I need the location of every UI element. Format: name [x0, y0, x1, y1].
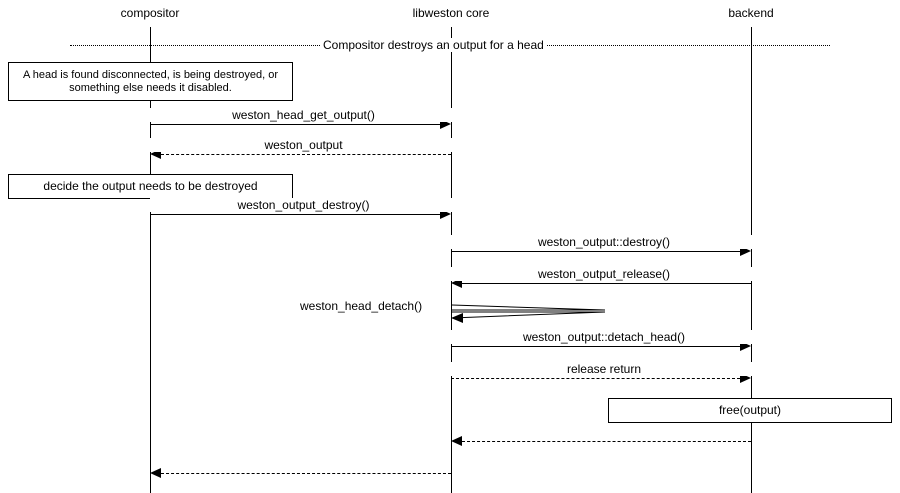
- message-line-weston-output-destroy-vfunc: [451, 251, 740, 252]
- lifeline-backend: [751, 27, 752, 493]
- section-divider-label: Compositor destroys an output for a head: [320, 38, 547, 52]
- message-line-weston-output-detach-head: [451, 346, 740, 347]
- arrow-head-left-icon: [150, 468, 161, 478]
- message-label-weston-output-destroy: weston_output_destroy(): [150, 198, 457, 212]
- lifeline-label-backend: backend: [728, 6, 774, 20]
- message-label-weston-output-return: weston_output: [150, 138, 457, 152]
- lifeline-label-compositor: compositor: [120, 6, 180, 20]
- message-line-weston-output-destroy: [150, 214, 440, 215]
- arrow-head-right-icon: [740, 246, 751, 256]
- message-label-release-return: release return: [451, 362, 757, 376]
- message-line-libweston-return: [161, 473, 451, 474]
- message-label-weston-output-destroy-vfunc: weston_output::destroy(): [451, 235, 757, 249]
- message-line-release-return: [451, 378, 740, 379]
- note-free-output-text: free(output): [718, 403, 782, 417]
- note-free-output: free(output): [608, 398, 892, 423]
- message-selfloop-weston-head-detach: [451, 299, 611, 325]
- message-label-weston-output-release: weston_output_release(): [451, 267, 757, 281]
- message-label-weston-output-detach-head: weston_output::detach_head(): [451, 330, 757, 344]
- message-label-weston-head-detach: weston_head_detach(): [297, 299, 426, 313]
- arrow-head-right-icon: [740, 373, 751, 383]
- arrow-head-left-icon: [451, 278, 462, 288]
- message-line-weston-head-get-output: [150, 124, 440, 125]
- arrow-head-right-icon: [440, 209, 451, 219]
- message-line-weston-output-return: [161, 154, 451, 155]
- arrow-head-right-icon: [740, 341, 751, 351]
- message-label-weston-head-get-output: weston_head_get_output(): [150, 108, 457, 122]
- lifeline-label-libweston-core: libweston core: [412, 6, 490, 20]
- lifeline-compositor: [150, 27, 151, 493]
- note-decide-destroy: decide the output needs to be destroyed: [8, 174, 293, 199]
- message-line-backend-return: [462, 441, 751, 442]
- note-head-disconnected: A head is found disconnected, is being d…: [8, 62, 293, 101]
- arrow-head-right-icon: [440, 119, 451, 129]
- lifeline-libweston-core: [451, 27, 452, 493]
- message-line-weston-output-release: [462, 283, 751, 284]
- arrow-head-left-icon: [150, 149, 161, 159]
- note-decide-destroy-text: decide the output needs to be destroyed: [43, 179, 258, 193]
- note-head-disconnected-text: A head is found disconnected, is being d…: [22, 68, 278, 94]
- arrow-head-left-icon: [451, 436, 462, 446]
